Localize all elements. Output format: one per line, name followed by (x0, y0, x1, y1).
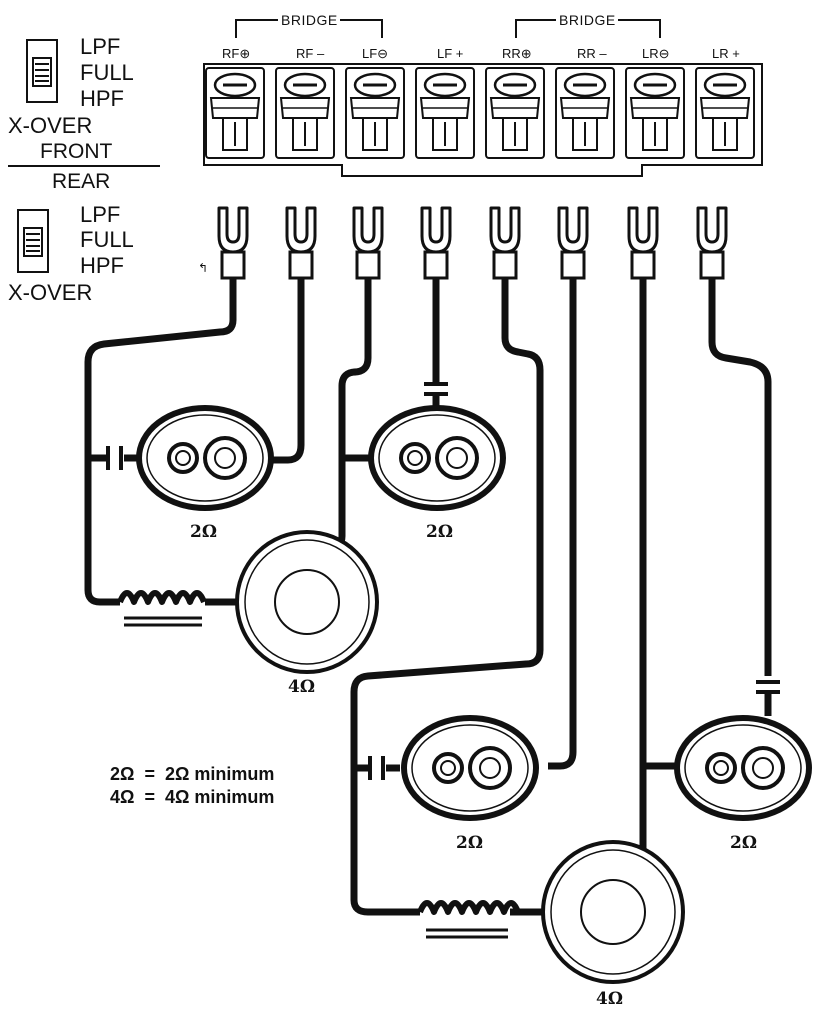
speaker-rear-left-coaxial (674, 715, 812, 821)
bridge-bracket-front (235, 19, 383, 38)
rear-option-full: FULL (80, 227, 134, 252)
wire-lr-plus (708, 278, 772, 676)
terminal-screws (205, 67, 755, 159)
front-xover-title: X-OVER (8, 113, 92, 138)
terminal-label-rf-minus: RF – (296, 46, 325, 61)
capacitor-rear-right (368, 756, 385, 780)
wire-rf-minus (270, 278, 305, 464)
bridge-label-rear: BRIDGE (559, 12, 616, 28)
terminal-label-lr-minus: LR⊖ (642, 46, 670, 61)
impedance-rear-right-tweeter: 2Ω (456, 833, 483, 853)
impedance-front-woofer: 4Ω (288, 677, 315, 697)
bridge-label-front: BRIDGE (281, 12, 338, 28)
terminal-label-rf-plus: RF⊕ (222, 46, 250, 61)
spade-lug-rf-plus (217, 206, 249, 280)
speaker-front-woofer (235, 530, 379, 674)
wire-hint-mark: ↰ (198, 261, 208, 275)
impedance-rear-woofer: 4Ω (596, 989, 623, 1009)
wire-rr-plus (350, 278, 544, 916)
speaker-rear-woofer (541, 840, 685, 984)
spade-lug-rr-plus (489, 206, 521, 280)
impedance-rear-left-tweeter: 2Ω (730, 833, 757, 853)
wire-lf-minus (329, 278, 372, 552)
front-option-full: FULL (80, 60, 134, 85)
terminal-screw-lr-minus[interactable] (625, 67, 685, 159)
spade-lug-lr-plus (696, 206, 728, 280)
terminal-screw-lf-minus[interactable] (345, 67, 405, 159)
impedance-front-right-tweeter: 2Ω (190, 522, 217, 542)
bridge-bracket-rear (515, 19, 661, 38)
terminal-label-rr-minus: RR – (577, 46, 607, 61)
rear-option-hpf: HPF (80, 253, 124, 278)
rear-crossover-switch[interactable] (17, 209, 49, 273)
spade-lug-lf-plus (420, 206, 452, 280)
inductor-front (117, 590, 207, 627)
capacitor-rear-left (756, 680, 780, 694)
legend-4-ohm: 4Ω = 4Ω minimum (110, 787, 274, 807)
terminal-label-rr-plus: RR⊕ (502, 46, 532, 61)
rear-section-label: REAR (52, 170, 110, 193)
terminal-label-lf-plus: LF + (437, 46, 463, 61)
terminal-label-lr-plus: LR + (712, 46, 740, 61)
terminal-screw-rr-plus[interactable] (485, 67, 545, 159)
front-option-hpf: HPF (80, 86, 124, 111)
wire-rf-plus (84, 278, 237, 606)
terminal-label-lf-minus: LF⊖ (362, 46, 388, 61)
terminal-block (203, 63, 763, 177)
rear-xover-title: X-OVER (8, 280, 92, 305)
spade-lugs (217, 206, 728, 280)
capacitor-front-left (424, 382, 448, 396)
spade-lug-lf-minus (352, 206, 384, 280)
terminal-screw-lr-plus[interactable] (695, 67, 755, 159)
speaker-rear-right-coaxial (401, 715, 539, 821)
speaker-front-right-coaxial (136, 405, 274, 511)
front-section-label: FRONT (40, 140, 112, 163)
terminal-screw-rr-minus[interactable] (555, 67, 615, 159)
inductor-rear (417, 900, 521, 939)
wiring (84, 278, 772, 916)
terminal-screw-rf-plus[interactable] (205, 67, 265, 159)
terminal-screw-lf-plus[interactable] (415, 67, 475, 159)
wire-rr-minus (548, 278, 577, 770)
front-crossover-switch[interactable] (26, 39, 58, 103)
legend-2-ohm: 2Ω = 2Ω minimum (110, 764, 274, 784)
spade-lug-rr-minus (557, 206, 589, 280)
capacitor-front-right (106, 446, 123, 470)
spade-lug-lr-minus (627, 206, 659, 280)
spade-lug-rf-minus (285, 206, 317, 280)
impedance-front-left-tweeter: 2Ω (426, 522, 453, 542)
rear-option-lpf: LPF (80, 202, 120, 227)
terminal-screw-rf-minus[interactable] (275, 67, 335, 159)
front-option-lpf: LPF (80, 34, 120, 59)
speaker-front-left-coaxial (368, 405, 506, 511)
